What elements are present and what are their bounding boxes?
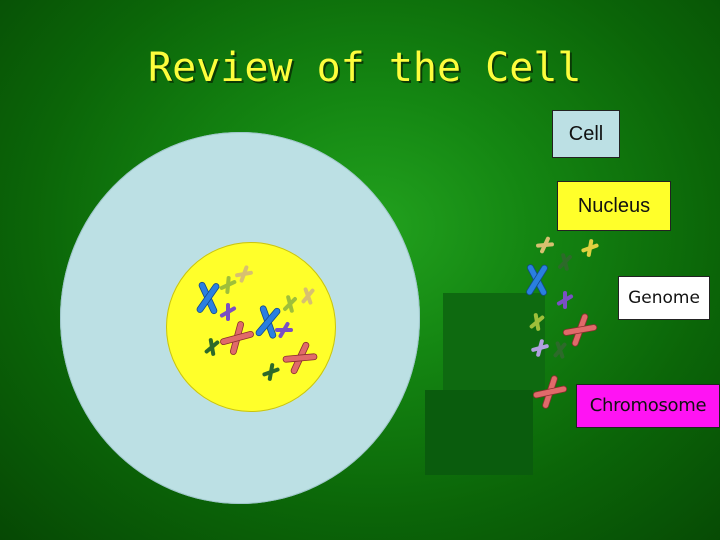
nucleus-label: Nucleus	[557, 181, 671, 231]
genome-chromosome-tan	[533, 233, 557, 257]
dark-panel-upper	[443, 293, 545, 392]
cell-label: Cell	[552, 110, 620, 158]
genome-chromosome-purple	[556, 291, 574, 309]
genome-chromosome-green-2	[548, 338, 572, 362]
genome-chromosome-green	[554, 251, 576, 273]
chromosome-label: Chromosome	[576, 384, 720, 428]
genome-label: Genome	[618, 276, 710, 320]
genome-chromosome-red-1	[558, 307, 602, 353]
dark-panel-lower	[425, 390, 533, 475]
genome-chromosome-yellow	[579, 237, 601, 259]
slide-title: Review of the Cell	[148, 45, 582, 91]
nucleus-diagram	[166, 242, 336, 412]
